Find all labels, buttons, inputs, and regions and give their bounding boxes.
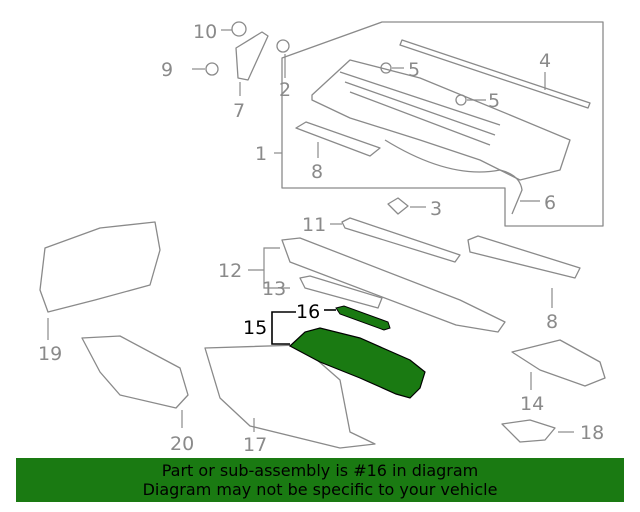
part-4-weatherstrip bbox=[399, 39, 591, 109]
label-17: 16 bbox=[296, 301, 320, 323]
label-9: 8 bbox=[546, 311, 558, 333]
part-9-panel bbox=[467, 235, 581, 279]
part-20-insulator bbox=[39, 221, 161, 313]
label-21: 20 bbox=[170, 433, 194, 455]
label-12: 11 bbox=[302, 214, 326, 236]
part-12-cowl-top bbox=[341, 217, 461, 263]
label-14: 13 bbox=[262, 278, 286, 300]
label-1: 1 bbox=[255, 143, 267, 165]
part-7-bracket bbox=[235, 31, 269, 81]
label-19: 18 bbox=[580, 422, 604, 444]
part-16-assembly bbox=[288, 327, 426, 399]
part-13-cowl-assembly bbox=[281, 237, 506, 333]
label-18: 17 bbox=[243, 434, 267, 456]
part-6-hose bbox=[384, 139, 523, 215]
part-1-cowl-panel bbox=[311, 59, 571, 181]
part-5-clip-a bbox=[380, 62, 392, 74]
label-10: 9 bbox=[161, 59, 173, 81]
label-2: 2 bbox=[279, 79, 291, 101]
info-banner: Part or sub-assembly is #16 in diagram D… bbox=[16, 458, 624, 502]
assembly-outline-1 bbox=[281, 21, 604, 227]
label-5b: 5 bbox=[488, 90, 500, 112]
leader-13 bbox=[248, 247, 290, 289]
part-10-bolt bbox=[205, 62, 219, 76]
label-7: 7 bbox=[233, 100, 245, 122]
part-21-insulator bbox=[81, 335, 189, 409]
label-20: 19 bbox=[38, 343, 62, 365]
banner-line-2: Diagram may not be specific to your vehi… bbox=[142, 480, 498, 499]
part-2-clip bbox=[276, 39, 290, 53]
part-8-seal bbox=[295, 121, 381, 157]
label-3: 3 bbox=[430, 198, 442, 220]
label-16: 15 bbox=[243, 317, 267, 339]
label-13: 12 bbox=[218, 260, 242, 282]
part-11-grommet bbox=[231, 21, 247, 37]
part-14-seal bbox=[299, 275, 383, 309]
label-15: 14 bbox=[520, 393, 544, 415]
label-11: 10 bbox=[193, 21, 217, 43]
part-17-seal bbox=[335, 305, 391, 331]
part-15-panel bbox=[511, 339, 606, 387]
part-5-clip-b bbox=[455, 94, 467, 106]
part-3-clip bbox=[387, 197, 409, 215]
part-19-bracket bbox=[501, 419, 556, 443]
label-8: 8 bbox=[311, 161, 323, 183]
banner-line-1: Part or sub-assembly is #16 in diagram bbox=[161, 461, 479, 480]
label-5a: 5 bbox=[408, 59, 420, 81]
label-6: 6 bbox=[544, 192, 556, 214]
part-1-grille bbox=[339, 71, 501, 146]
parts-diagram: 10 9 7 2 5 5 4 1 8 3 6 11 12 13 8 16 15 … bbox=[38, 21, 606, 456]
leader-16 bbox=[271, 311, 296, 345]
label-4: 4 bbox=[539, 50, 551, 72]
